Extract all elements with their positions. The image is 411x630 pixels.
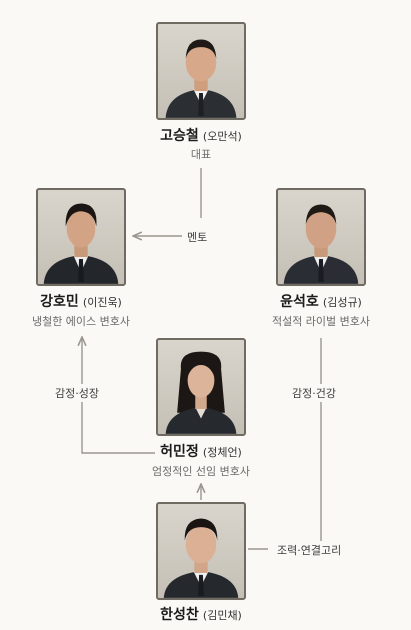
kang-name: 강호민 — [40, 294, 79, 310]
ceo-name: 고승철 — [160, 128, 199, 144]
han-name: 한성찬 — [160, 607, 199, 623]
han-name-line: 한성찬 (김민채) — [101, 604, 301, 624]
portrait-ceo — [156, 22, 246, 120]
portrait-han — [156, 502, 246, 600]
yoon-name-line: 윤석호 (김성규) — [221, 291, 411, 311]
portrait-heo — [156, 338, 246, 436]
yoon-role: 적설적 라이벌 변호사 — [271, 315, 371, 328]
growth-connector — [82, 337, 155, 454]
han-actor: (김민채) — [202, 609, 242, 622]
portrait-yoon — [276, 188, 366, 286]
ceo-name-line: 고승철 (오만석) — [101, 125, 301, 145]
yoon-name: 윤석호 — [280, 294, 319, 310]
heo-actor: (정체언) — [202, 446, 242, 459]
kang-role: 냉철한 에이스 변호사 — [31, 315, 131, 328]
conflict-connector — [302, 338, 322, 550]
kang-name-line: 강호민 (이진욱) — [0, 291, 181, 311]
ceo-role: 대표 — [190, 148, 212, 161]
relation-mentor: 멘토 — [184, 228, 211, 246]
heo-name-line: 허민정 (정체언) — [101, 441, 301, 461]
person-icon — [165, 351, 237, 434]
kang-actor: (이진욱) — [82, 296, 122, 309]
relation-growth: 감정·성장 — [52, 384, 102, 402]
heo-role: 엄정적인 선임 변호사 — [151, 465, 251, 478]
person-icon — [43, 203, 119, 284]
person-icon — [163, 518, 239, 598]
yoon-actor: (김성규) — [322, 296, 362, 309]
heo-name: 허민정 — [160, 444, 199, 460]
ceo-actor: (오만석) — [202, 130, 242, 143]
person-icon — [283, 204, 359, 284]
portrait-kang — [36, 188, 126, 286]
relation-conflict: 감정·건강 — [289, 384, 339, 402]
relation-link: 조력·연결고리 — [274, 541, 345, 559]
person-icon — [165, 39, 237, 118]
